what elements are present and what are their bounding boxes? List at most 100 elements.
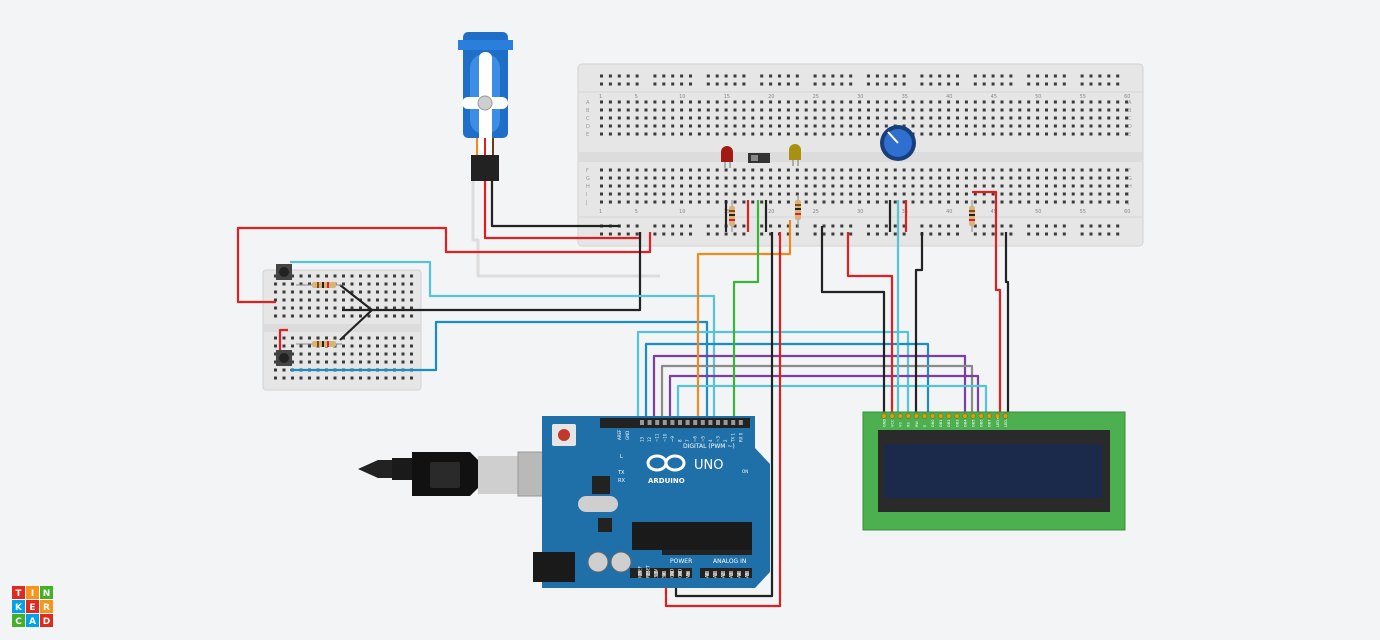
column-number: 1 (599, 209, 602, 215)
row-letter: F (1128, 168, 1131, 174)
lcd-pin-label: DB7 (988, 419, 992, 427)
row-letter: A (1128, 100, 1132, 106)
digital-pin-label: ~10 (662, 433, 667, 442)
row-letter: J (585, 200, 587, 206)
column-number: 55 (1080, 209, 1086, 215)
resistor (296, 282, 342, 288)
column-number: 50 (1035, 209, 1041, 215)
power-pin-label: 5V (662, 572, 667, 578)
logo-tile (40, 614, 53, 627)
lcd-pin-label: DB0 (931, 419, 935, 427)
column-number: 60 (1124, 94, 1130, 100)
column-number: 15 (724, 94, 730, 100)
column-number: 35 (902, 94, 908, 100)
column-number: 20 (768, 94, 774, 100)
column-number: 40 (946, 209, 952, 215)
logo-letter: T (15, 589, 22, 599)
row-letter: J (1127, 200, 1129, 206)
logo-letter: I (31, 589, 34, 599)
digital-pin-label: 2 (723, 439, 728, 442)
column-number: 55 (1080, 94, 1086, 100)
resistor (969, 200, 975, 232)
logo-letter: C (15, 617, 22, 627)
row-letter: E (586, 132, 589, 138)
digital-pin-label: ~5 (700, 436, 705, 442)
row-letter: D (586, 124, 590, 130)
logo-letter: A (29, 617, 36, 627)
gnd-label: GND (625, 431, 630, 440)
pushbutton-bottom[interactable] (276, 350, 292, 366)
resistor (729, 200, 735, 232)
analog-label: ANALOG IN (713, 558, 746, 565)
column-number: 25 (813, 94, 819, 100)
resistor (795, 196, 801, 228)
power-pin-label: GND (670, 569, 675, 578)
servo-motor-icon[interactable] (458, 32, 513, 181)
column-number: 10 (679, 209, 685, 215)
aref-label: AREF (617, 429, 622, 440)
lcd-pin-label: DB1 (939, 419, 943, 427)
analog-pin-label: A2 (721, 572, 726, 578)
lcd-pin-label: VCC (891, 419, 895, 427)
analog-pin-label: A4 (737, 572, 742, 578)
main-breadboard[interactable]: 1155101015152020252530303535404045455050… (577, 63, 1144, 247)
column-number: 45 (991, 209, 997, 215)
breadboard-column-labels: 1155101015152020252530303535404045455050… (585, 94, 1132, 215)
potentiometer-icon[interactable] (880, 125, 916, 161)
lcd-pin-label: DB3 (955, 419, 959, 427)
pushbutton-top[interactable] (276, 264, 292, 280)
small-breadboard[interactable] (262, 269, 422, 391)
lcd-pin-label: DB6 (980, 419, 984, 427)
column-number: 35 (902, 209, 908, 215)
power-pin-label: IOREF (638, 565, 643, 578)
wires (236, 180, 1010, 608)
l-label: L (620, 454, 623, 460)
logo-tile (26, 614, 39, 627)
logo-tile (12, 600, 25, 613)
power-pin-label: RESET (646, 565, 651, 578)
digital-pin-label: 4 (708, 439, 713, 442)
digital-pin-label: ~3 (716, 436, 721, 442)
analog-pin-label: A5 (745, 572, 750, 578)
row-letter: B (1128, 108, 1132, 114)
analog-pin-label: A0 (705, 572, 710, 578)
digital-pin-label: ~9 (670, 436, 675, 442)
column-number: 1 (599, 94, 602, 100)
arduino-uno[interactable]: ARDUINO UNO DIGITAL (PWM ~) AREF GND L T… (533, 416, 770, 588)
lcd-pin-label: DB4 (963, 419, 967, 427)
column-number: 40 (946, 94, 952, 100)
row-letter: H (1128, 184, 1132, 190)
analog-pin-label: A1 (713, 572, 718, 578)
row-letter: I (1128, 192, 1129, 198)
logo-tile (26, 586, 39, 599)
logo-letter: E (29, 603, 35, 613)
row-letter: B (586, 108, 590, 114)
digital-pin-label: 13 (640, 436, 645, 442)
power-pin-label: GND (678, 569, 683, 578)
power-label: POWER (670, 558, 692, 565)
logo-tile (40, 586, 53, 599)
column-number: 5 (635, 209, 638, 215)
column-number: 5 (635, 94, 638, 100)
yellow-led[interactable] (789, 144, 801, 166)
row-letter: A (586, 100, 590, 106)
red-led[interactable] (721, 146, 733, 168)
row-letter: C (1128, 116, 1132, 122)
digital-pin-label: ~11 (655, 433, 660, 442)
slide-switch[interactable] (748, 153, 770, 163)
row-letter: E (1128, 132, 1131, 138)
lcd-pin-label: LED- (1004, 418, 1008, 427)
logo-tile (26, 600, 39, 613)
logo-letter: K (15, 603, 23, 613)
column-number: 10 (679, 94, 685, 100)
digital-pin-label: RX 0 (738, 432, 743, 442)
logo-letter: R (43, 603, 50, 613)
column-number: 50 (1035, 94, 1041, 100)
column-number: 30 (857, 209, 863, 215)
